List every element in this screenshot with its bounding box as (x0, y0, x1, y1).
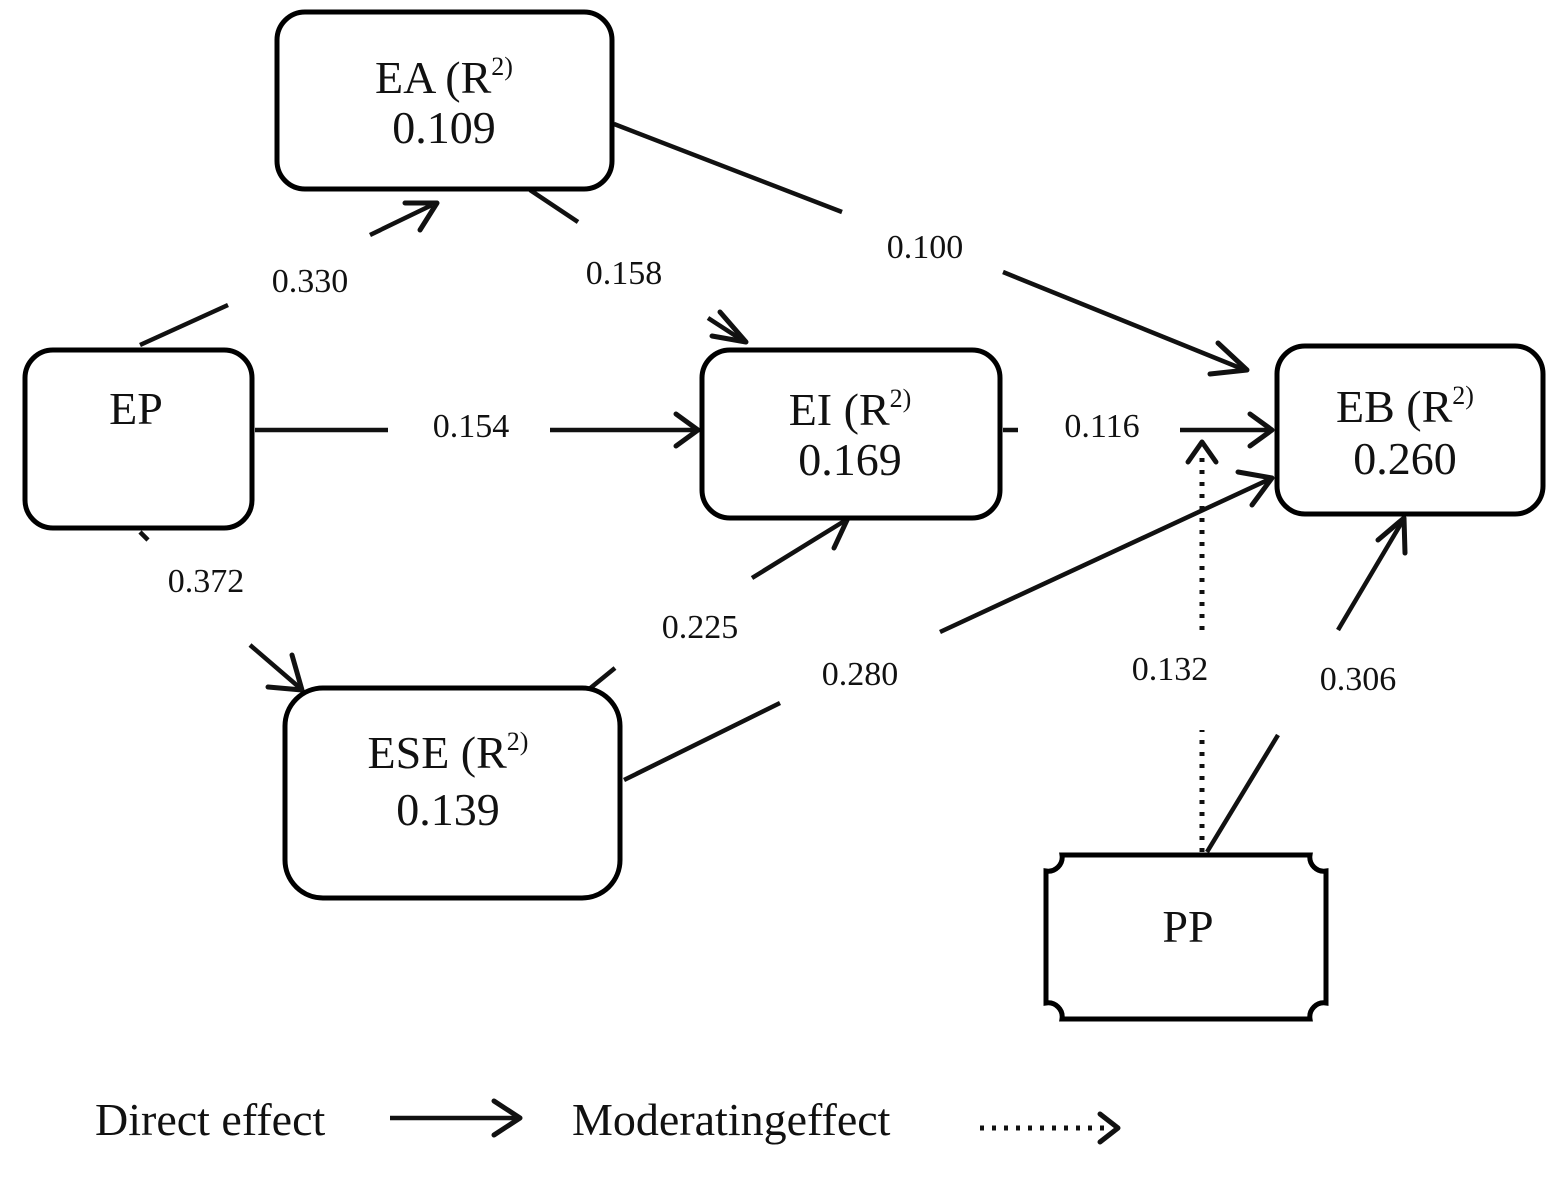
arrowhead (491, 1098, 523, 1138)
coef-ea-eb: 0.100 (887, 229, 964, 266)
coef-ei-eb: 0.116 (1064, 408, 1139, 445)
node-ea: EA (R2) 0.109 (274, 9, 615, 192)
svg-text:EI (R2): EI (R2) (789, 384, 912, 435)
path-labels: 0.330 0.158 0.100 0.154 0.116 0.372 0.22… (168, 229, 1397, 698)
legend-direct-label: Direct effect (95, 1094, 325, 1145)
arrowhead (1207, 340, 1250, 377)
node-ea-value: 0.109 (392, 102, 496, 153)
coef-pp-moderating: 0.132 (1132, 651, 1209, 688)
node-ei: EI (R2) 0.169 (699, 347, 1003, 521)
coef-ese-eb: 0.280 (822, 656, 899, 693)
svg-text:EB (R2): EB (R2) (1336, 381, 1474, 432)
node-ei-value: 0.169 (798, 434, 902, 485)
arrowhead (1235, 469, 1275, 508)
edges (138, 121, 1408, 854)
arrowhead (1185, 439, 1219, 465)
r2-label: (R (461, 727, 507, 778)
arrowhead (709, 309, 749, 345)
edge-ea-eb (613, 121, 843, 215)
node-ese-value: 0.139 (396, 784, 500, 835)
node-eb-name: EB (1336, 381, 1395, 432)
r2-label: (R (445, 52, 491, 103)
arrowhead (265, 652, 305, 693)
arrowhead (673, 411, 701, 449)
coef-ep-ei: 0.154 (433, 408, 510, 445)
r2-superscript: 2) (890, 384, 912, 413)
edge-ep-ea (139, 302, 229, 348)
arrowhead (1375, 515, 1408, 556)
node-pp: PP (1043, 852, 1329, 1022)
r2-label: (R (1406, 381, 1452, 432)
coef-ep-ese: 0.372 (168, 563, 245, 600)
node-ei-name: EI (789, 384, 832, 435)
arrowhead (402, 200, 440, 233)
r2-superscript: 2) (491, 52, 513, 81)
coef-ese-ei: 0.225 (662, 609, 739, 646)
node-ep: EP (22, 347, 255, 531)
coef-ea-ei: 0.158 (586, 255, 663, 292)
r2-superscript: 2) (1452, 381, 1474, 410)
edge-ese-eb (623, 700, 781, 783)
edge-pp-eb (1205, 733, 1280, 854)
r2-label: (R (844, 384, 890, 435)
r2-superscript: 2) (507, 727, 529, 756)
node-ep-name: EP (109, 383, 163, 434)
svg-text:EA (R2): EA (R2) (375, 52, 513, 103)
node-eb: EB (R2) 0.260 (1274, 343, 1546, 517)
node-ese: ESE (R2) 0.139 (282, 685, 623, 901)
arrowhead (1247, 411, 1275, 449)
svg-text:ESE (R2): ESE (R2) (368, 727, 529, 778)
legend-moderating-label: Moderatingeffect (572, 1094, 891, 1145)
edge-ea-ei (528, 188, 580, 224)
coef-pp-eb: 0.306 (1320, 661, 1397, 698)
legend: Direct effect Moderatingeffect (95, 1094, 1121, 1145)
edge-ep-ese (138, 530, 150, 542)
edge-ese-ei (586, 666, 617, 692)
node-ese-name: ESE (368, 727, 450, 778)
node-ea-name: EA (375, 52, 436, 103)
node-pp-name: PP (1162, 901, 1213, 952)
node-eb-value: 0.260 (1353, 433, 1457, 484)
coef-ep-ea: 0.330 (272, 263, 349, 300)
arrowhead (1097, 1111, 1121, 1145)
